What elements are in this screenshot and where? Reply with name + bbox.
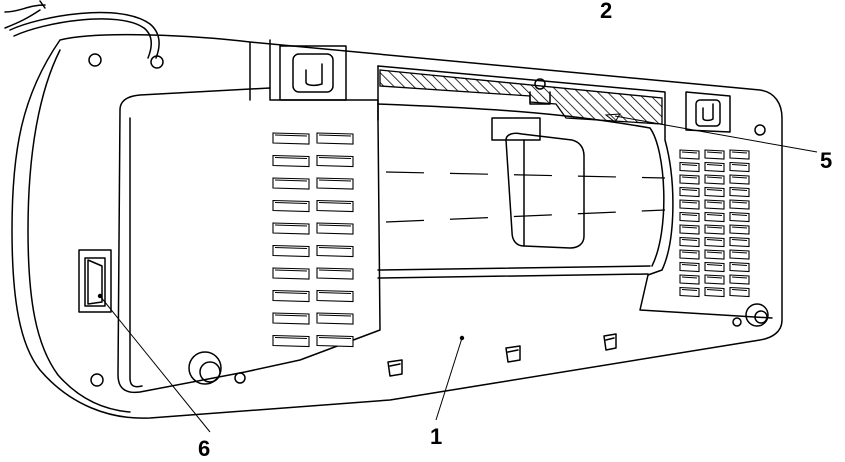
vent-slot xyxy=(729,286,750,298)
vent-slot xyxy=(272,312,310,325)
vent-slot xyxy=(316,289,354,303)
vent-slot xyxy=(704,236,725,248)
vent-slot xyxy=(704,199,725,210)
leader-lines xyxy=(97,113,818,433)
vent-slot xyxy=(316,267,354,280)
rocker-switch-icon xyxy=(78,249,112,313)
vent-slot xyxy=(704,174,725,185)
vent-slot xyxy=(729,224,750,235)
vent-slot xyxy=(679,199,700,210)
vent-slot xyxy=(316,222,354,235)
vent-slot xyxy=(272,267,310,280)
vent-slot xyxy=(704,261,725,273)
callout-1: 1 xyxy=(430,424,442,449)
vent-slot xyxy=(272,244,310,258)
vent-slot xyxy=(729,274,750,285)
vent-slot xyxy=(704,249,725,260)
round-foot-icon xyxy=(188,303,769,385)
vent-slot xyxy=(679,224,700,235)
housing xyxy=(11,33,783,419)
vent-slot xyxy=(272,199,310,213)
vent-slot xyxy=(704,149,725,160)
vent-slot xyxy=(679,161,700,173)
vent-slot xyxy=(679,249,700,260)
center-recess xyxy=(377,65,773,319)
vent-slot xyxy=(316,132,354,145)
vent-slot-icon xyxy=(679,149,750,298)
vent-slot xyxy=(704,274,725,285)
vent-slot xyxy=(679,274,700,285)
keyhole-hook-icon xyxy=(279,45,731,133)
vent-slot xyxy=(316,154,354,168)
hatched-label-area xyxy=(379,69,663,125)
vent-slot xyxy=(679,149,700,160)
vent-slot xyxy=(272,177,310,190)
vent-slot xyxy=(729,211,750,223)
vent-slot xyxy=(704,186,725,198)
vent-slot xyxy=(729,236,750,248)
vent-slot xyxy=(729,161,750,173)
vent-slot xyxy=(679,286,700,298)
vent-slot xyxy=(679,261,700,273)
vent-slot xyxy=(729,249,750,260)
vent-slot xyxy=(272,334,310,348)
callout-6: 6 xyxy=(198,436,210,461)
vent-slot xyxy=(729,149,750,160)
vent-slot xyxy=(679,186,700,198)
vent-slot xyxy=(679,211,700,223)
vent-slot xyxy=(272,289,310,303)
vent-slot xyxy=(704,211,725,223)
vent-slot xyxy=(316,334,354,348)
center-clamp xyxy=(491,117,585,249)
vent-slot xyxy=(729,261,750,273)
vent-slot xyxy=(704,161,725,173)
callout-2: 2 xyxy=(600,0,612,23)
vent-slot xyxy=(316,177,354,190)
bottom-clips xyxy=(387,333,617,377)
vent-slot-icon xyxy=(272,132,354,348)
vent-slot xyxy=(679,236,700,248)
callout-5: 5 xyxy=(820,148,832,173)
vent-slot xyxy=(729,199,750,210)
vent-slot xyxy=(316,312,354,325)
screw-holes xyxy=(88,53,766,387)
vent-slot xyxy=(704,286,725,298)
vent-slot xyxy=(316,199,354,213)
vent-slot xyxy=(729,174,750,185)
vent-slot xyxy=(316,244,354,258)
vent-slot xyxy=(679,174,700,185)
vent-slot xyxy=(729,186,750,198)
vent-slot xyxy=(272,154,310,168)
vent-slot xyxy=(272,222,310,235)
vent-slot xyxy=(272,132,310,145)
power-cable xyxy=(4,0,160,59)
vent-slot xyxy=(704,224,725,235)
